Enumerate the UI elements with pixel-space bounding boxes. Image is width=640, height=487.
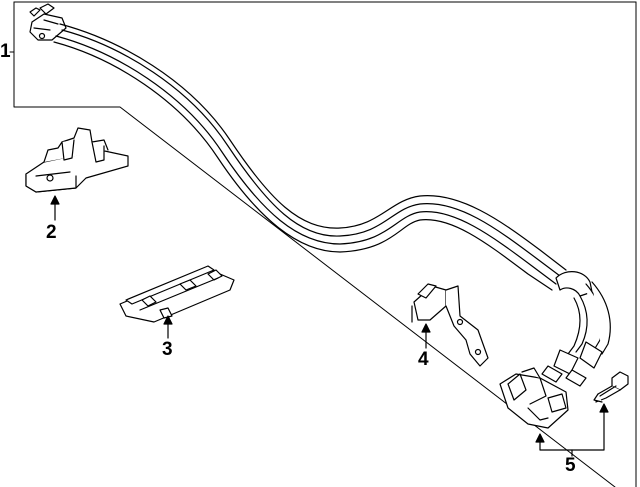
part-3-plate: [119, 265, 235, 323]
part-5-clip: [499, 367, 569, 429]
callout-4: 4: [418, 349, 429, 370]
callout-3: 3: [162, 339, 173, 360]
callout-2-arrow: [50, 195, 60, 221]
callout-1: 1: [0, 41, 11, 62]
callout-2: 2: [46, 222, 57, 243]
assembly-boundary: [13, 1, 637, 487]
part-4-sensor-bracket: [411, 283, 489, 367]
cable-top-connector: [29, 3, 67, 41]
cable-split-ends: [541, 271, 611, 387]
callout-5: 5: [565, 455, 576, 476]
part-1-cable-assembly: [29, 3, 611, 387]
part-5-bolt: [593, 371, 629, 403]
callout-5-bracket: [535, 403, 609, 457]
part-2-bracket: [25, 127, 129, 193]
cable-lines: [53, 23, 567, 291]
callout-3-arrow: [163, 315, 173, 339]
callout-4-arrow: [421, 323, 431, 349]
